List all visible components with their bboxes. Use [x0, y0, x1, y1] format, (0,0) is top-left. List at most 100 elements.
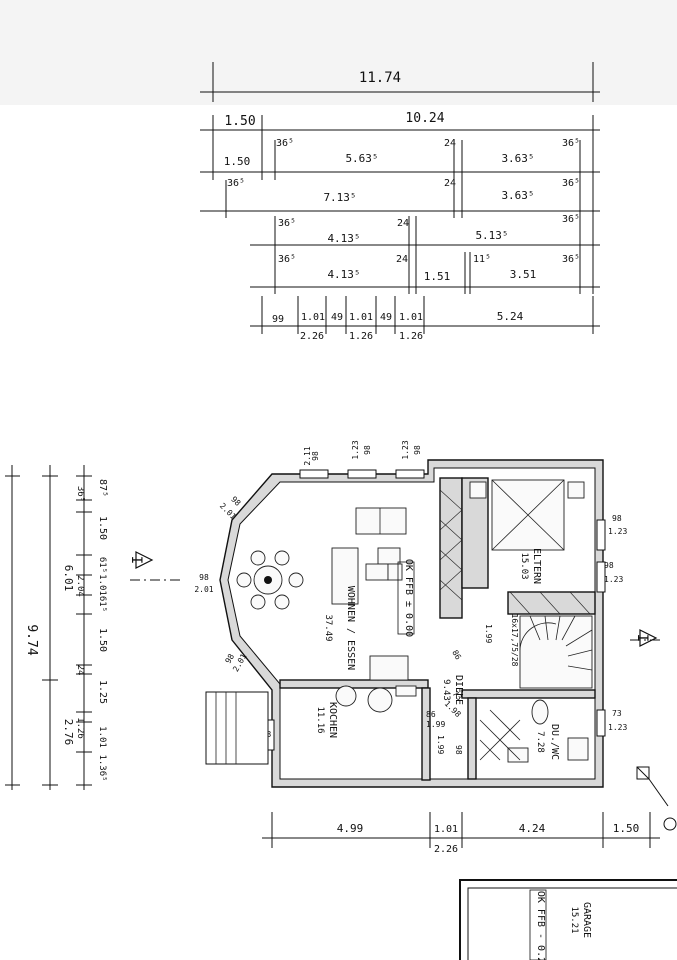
dim-row5-0: 36⁵ — [278, 218, 296, 229]
opening-door-stair-b: 1.99 — [484, 624, 493, 643]
dim-left-inner-8: 1.25 — [97, 680, 108, 704]
opening-door-diele-a: 86 — [426, 710, 436, 719]
dim-row5-4: 36⁵ — [562, 214, 580, 225]
section-marker-right: I — [630, 629, 660, 647]
dim-row2-left: 1.50 — [224, 114, 255, 129]
dim-row3-3: 24 — [444, 138, 456, 149]
dim-left-inner-4: 1.01 — [97, 574, 107, 596]
room-garage-name: GARAGE — [581, 902, 592, 938]
section-marker-left-label: I — [128, 556, 144, 564]
dim-row4-3: 3.63⁵ — [501, 189, 534, 202]
room-bedroom-name: ELTERN — [531, 548, 542, 584]
dim-bottom-0: 4.99 — [337, 822, 364, 835]
sofa — [355, 507, 407, 535]
opening-top-0-b: 2.11 — [303, 446, 312, 465]
column-marker — [636, 766, 677, 831]
dim-row6-1: 4.13⁵ — [327, 268, 360, 281]
dim-left-outer-1: 2.76 — [62, 719, 75, 746]
opening-door-stair-a: 86 — [450, 649, 463, 662]
opening-door-kitchen-b: 1.99 — [436, 735, 445, 754]
dim-row5-1: 4.13⁵ — [327, 232, 360, 245]
section-marker-left: I — [128, 551, 180, 581]
opening-bay-lower-a: 98 — [224, 652, 237, 665]
garage: OK FFB - 0.20 GARAGE 15.21 — [459, 879, 677, 960]
scan-margin — [0, 0, 677, 105]
dim-row5-2: 24 — [397, 218, 409, 229]
dim-left-inner-6: 1.50 — [97, 628, 108, 652]
room-garage-area: 15.21 — [569, 906, 579, 933]
dim-row7-1: 1.01 — [301, 312, 325, 323]
dim-bottom-2: 4.24 — [519, 822, 546, 835]
opening-right-upper-a: 98 — [612, 514, 622, 523]
dim-row6-0: 36⁵ — [278, 254, 296, 265]
room-labels: WOHNEN / ESSEN 37.49 OK FFB ± 0.00 KOCHE… — [315, 548, 560, 760]
dim-row7-3: 1.01 — [349, 312, 373, 323]
room-living-area: 37.49 — [323, 614, 333, 641]
dim-row6-5: 3.51 — [510, 268, 537, 281]
stair-label: 16x17,75/28 — [510, 614, 519, 667]
dim-row6-6: 36⁵ — [562, 254, 580, 265]
dim-row5-3: 5.13⁵ — [475, 229, 508, 242]
opening-right-upper-b: 1.23 — [608, 527, 627, 536]
bottom-dimension-chain: 4.99 1.01 4.24 1.50 2.26 — [262, 812, 660, 855]
left-dimension-chain: 9.74 6.01 2.76 87⁵ 36⁵ 1.50 61⁵ 1.01 61⁵… — [5, 465, 108, 790]
dim-row7-6: 5.24 — [497, 310, 524, 323]
dim-row3-5: 36⁵ — [562, 138, 580, 149]
section-marker-right-label: I — [634, 634, 650, 642]
dim-row3-4: 3.63⁵ — [501, 152, 534, 165]
room-bath-name: DU./WC — [549, 724, 560, 760]
dim-left-inner-2: 1.50 — [97, 516, 108, 540]
room-bedroom-area: 15.03 — [519, 552, 529, 579]
wall-hatching — [439, 489, 591, 615]
staircase — [519, 615, 593, 689]
room-living-name: WOHNEN / ESSEN — [345, 586, 356, 670]
room-bath-area: 7.28 — [535, 731, 545, 753]
garage-level: OK FFB - 0.20 — [535, 891, 546, 960]
dim-left-inner-1: 36⁵ — [75, 486, 85, 502]
opening-right-lower-a: 73 — [612, 709, 622, 718]
top-dimension-chain: 11.74 1.50 10.24 1.50 36⁵ 5.63⁵ 24 3.63⁵… — [200, 62, 600, 342]
dim-left-sub-0: 2.04 — [75, 575, 85, 597]
opening-top-1-b: 1.23 — [351, 440, 360, 459]
opening-top-0-a: 98 — [311, 451, 320, 461]
dim-row6-4: 11⁵ — [473, 254, 491, 265]
floor-level: OK FFB ± 0.00 — [403, 559, 414, 637]
dim-left-inner-11: 1.36⁵ — [97, 754, 107, 781]
dim-row8-1: 1.26 — [349, 331, 373, 342]
dim-left-inner-0: 87⁵ — [97, 479, 108, 497]
room-hall-name: DIELE — [453, 675, 464, 705]
dim-left-inner-7: 24 — [75, 665, 85, 676]
dim-row7-2: 49 — [331, 312, 343, 323]
dim-left-total: 9.74 — [24, 624, 39, 655]
dim-row3-0: 1.50 — [224, 155, 251, 168]
dim-row7-5: 1.01 — [399, 312, 423, 323]
armchair-sofa — [331, 547, 359, 605]
dim-left-inner-3: 61⁵ — [97, 557, 107, 573]
room-hall-area: 9.43 — [441, 679, 451, 701]
dim-row6-2: 24 — [396, 254, 408, 265]
kitchen-table — [335, 685, 357, 707]
dim-bottom-3: 1.50 — [613, 822, 640, 835]
dim-left-outer-0: 6.01 — [62, 565, 75, 592]
dim-row8-2: 1.26 — [399, 331, 423, 342]
dim-left-inner-5: 61⁵ — [97, 596, 107, 612]
dim-row7-4: 49 — [380, 312, 392, 323]
room-kitchen-area: 11.16 — [315, 706, 325, 733]
dim-row3-1: 36⁵ — [276, 138, 294, 149]
sink — [567, 737, 589, 761]
opening-bay-left-b: 2.01 — [194, 585, 213, 594]
opening-bay-left-a: 98 — [199, 573, 209, 582]
dim-row7-0: 99 — [272, 314, 284, 325]
dim-left-inner-9: 1.26 — [75, 717, 85, 739]
dim-left-inner-10: 1.01 — [97, 726, 107, 748]
dim-row2-right: 10.24 — [405, 111, 444, 126]
dim-row3-2: 5.63⁵ — [345, 152, 378, 165]
dim-row4-2: 24 — [444, 178, 456, 189]
opening-right-lower-b: 1.23 — [608, 723, 627, 732]
dim-bottom-1: 1.01 — [434, 824, 458, 835]
windows — [265, 469, 606, 751]
room-kitchen-name: KOCHEN — [327, 702, 338, 738]
opening-door-diele-b: 1.99 — [426, 720, 445, 729]
dim-total-width: 11.74 — [359, 70, 401, 86]
